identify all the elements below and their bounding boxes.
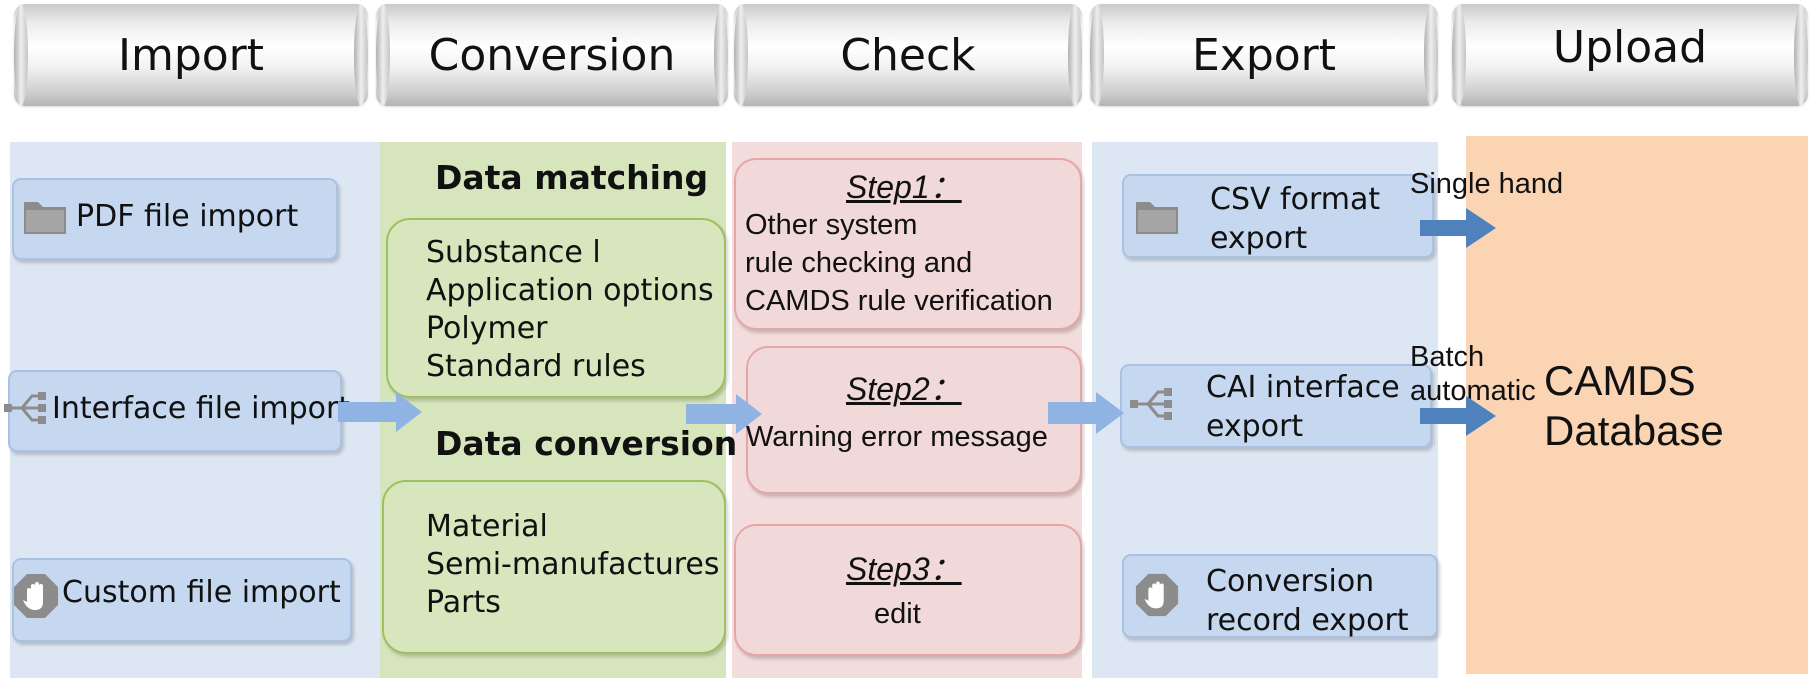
step1-title: Step1： bbox=[846, 169, 962, 205]
pdf-import-box bbox=[12, 178, 338, 260]
folder-icon bbox=[1136, 202, 1178, 234]
matching-item: Polymer bbox=[426, 311, 548, 346]
step2-title: Step2： bbox=[846, 371, 962, 407]
stage-upload-header: Upload bbox=[1452, 4, 1808, 106]
stage-import-header: Import bbox=[14, 4, 368, 106]
check-to-export-arrow bbox=[1048, 392, 1124, 434]
batch-upload-arrow bbox=[1420, 396, 1496, 436]
step3-title: Step3： bbox=[846, 551, 962, 587]
stage-check-label: Check bbox=[840, 29, 976, 81]
single-upload-arrow bbox=[1420, 208, 1496, 248]
conversion-item: Material bbox=[426, 509, 548, 544]
data-conversion-list: Material Semi-manufactures Parts bbox=[426, 508, 720, 622]
step3-text: edit bbox=[874, 598, 921, 630]
matching-item: Application options bbox=[426, 273, 714, 308]
conversion-to-check-arrow bbox=[686, 394, 762, 434]
hand-stop-icon bbox=[1135, 573, 1179, 617]
usb-icon bbox=[1130, 388, 1172, 420]
custom-import-label: Custom file import bbox=[62, 575, 341, 610]
stage-export-label: Export bbox=[1191, 29, 1337, 81]
single-hand-label: Single hand bbox=[1410, 168, 1564, 200]
record-export-line: record export bbox=[1206, 603, 1409, 638]
conversion-item: Semi-manufactures bbox=[426, 547, 720, 582]
step2-text: Warning error message bbox=[746, 421, 1048, 453]
custom-import-box bbox=[12, 558, 352, 642]
import-to-conversion-arrow bbox=[338, 392, 422, 432]
db-line: CAMDS bbox=[1544, 357, 1696, 404]
matching-item: Substance l bbox=[426, 235, 601, 270]
step1-box bbox=[734, 158, 1082, 330]
step2-box bbox=[746, 346, 1082, 494]
csv-export-label: CSV format export bbox=[1210, 180, 1380, 258]
upload-column bbox=[1466, 136, 1808, 674]
step1-text: Other system rule checking and CAMDS rul… bbox=[745, 206, 1053, 320]
interface-import-label: Interface file import bbox=[52, 391, 351, 426]
matching-item: Standard rules bbox=[426, 349, 646, 384]
step1-line: Other system bbox=[745, 209, 918, 241]
data-matching-box bbox=[386, 218, 726, 398]
step1-line: rule checking and bbox=[745, 247, 973, 279]
record-export-line: Conversion bbox=[1206, 564, 1375, 599]
step1-line: CAMDS rule verification bbox=[745, 285, 1053, 317]
cai-export-line: CAI interface bbox=[1206, 370, 1400, 405]
stage-upload-label: Upload bbox=[1552, 22, 1708, 73]
stage-conversion-header: Conversion bbox=[376, 4, 728, 106]
step3-box bbox=[734, 524, 1082, 656]
record-export-label: Conversion record export bbox=[1206, 562, 1409, 640]
stage-export-header: Export bbox=[1090, 4, 1438, 106]
stage-import-label: Import bbox=[117, 29, 265, 81]
data-conversion-box bbox=[382, 480, 726, 654]
usb-icon bbox=[4, 392, 46, 424]
csv-export-line: CSV format bbox=[1210, 182, 1381, 217]
folder-icon bbox=[24, 202, 66, 234]
stage-conversion-label: Conversion bbox=[428, 29, 676, 81]
data-matching-list: Substance l Application options Polymer … bbox=[426, 234, 714, 386]
db-line: Database bbox=[1544, 407, 1724, 454]
data-conversion-title: Data conversion bbox=[435, 424, 738, 463]
cai-export-label: CAI interface export bbox=[1206, 368, 1400, 446]
csv-export-line: export bbox=[1210, 221, 1308, 256]
stage-check-header: Check bbox=[734, 4, 1082, 106]
batch-line: Batch bbox=[1410, 341, 1485, 373]
hand-stop-icon bbox=[14, 574, 58, 618]
camds-database-label: CAMDS Database bbox=[1544, 356, 1724, 456]
pdf-import-label: PDF file import bbox=[76, 199, 299, 234]
cai-export-line: export bbox=[1206, 409, 1304, 444]
conversion-item: Parts bbox=[426, 585, 501, 620]
data-matching-title: Data matching bbox=[435, 158, 709, 197]
